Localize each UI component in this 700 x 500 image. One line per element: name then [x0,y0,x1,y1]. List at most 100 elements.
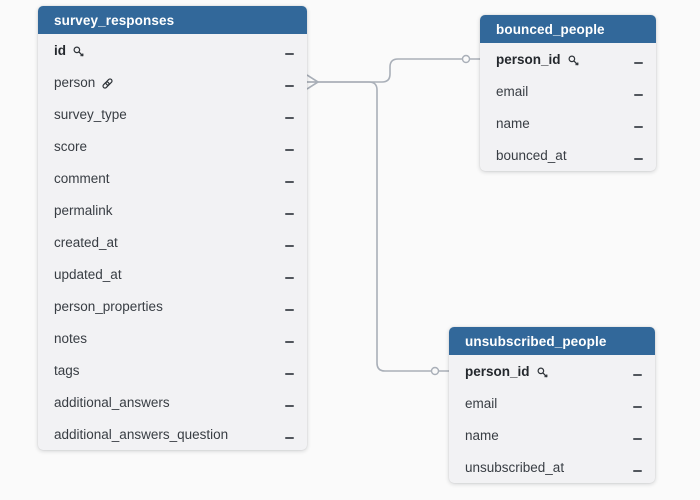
field-type-placeholder [634,158,643,160]
field-type-placeholder [285,85,294,87]
field-type-placeholder [285,405,294,407]
field-name: notes [54,330,88,346]
key-icon [72,45,85,58]
field-name-group: permalink [54,203,113,218]
field-name-group: person_id [465,364,549,379]
field-type-placeholder [285,53,294,55]
field-name: person_id [465,363,530,379]
survey_responses-field-notes[interactable]: notes [38,322,307,354]
field-name-group: email [465,396,497,411]
survey_responses-field-id[interactable]: id [38,34,307,66]
survey_responses-field-created_at[interactable]: created_at [38,226,307,258]
field-name-group: tags [54,363,80,378]
field-name-group: person_properties [54,299,163,314]
field-type-placeholder [285,213,294,215]
field-name-group: comment [54,171,110,186]
field-name: updated_at [54,266,122,282]
table-header[interactable]: survey_responses [38,6,307,34]
field-type-placeholder [633,406,642,408]
field-name: person [54,74,96,90]
one-cardinality-marker [461,54,471,64]
field-name-group: unsubscribed_at [465,460,564,475]
field-type-placeholder [633,374,642,376]
field-name: score [54,138,88,154]
survey_responses-field-additional_answers_question[interactable]: additional_answers_question [38,418,307,450]
table-title: bounced_people [496,21,605,37]
key-icon [536,366,549,379]
relationship-line[interactable] [318,81,449,372]
field-type-placeholder [285,373,294,375]
field-type-placeholder [285,181,294,183]
field-name-group: notes [54,331,87,346]
unsubscribed_people-field-person_id[interactable]: person_id [449,355,655,387]
survey_responses-field-tags[interactable]: tags [38,354,307,386]
table-title: unsubscribed_people [465,333,607,349]
field-name: survey_type [54,106,127,122]
field-name: permalink [54,202,113,218]
field-name: unsubscribed_at [465,459,565,475]
field-type-placeholder [633,438,642,440]
bounced_people-field-email[interactable]: email [480,75,656,107]
field-name-group: name [496,116,530,131]
field-name: id [54,42,66,58]
field-name-group: created_at [54,235,118,250]
field-type-placeholder [634,126,643,128]
field-type-placeholder [285,309,294,311]
field-name-group: survey_type [54,107,127,122]
one-cardinality-marker [430,366,440,376]
field-type-placeholder [285,277,294,279]
field-name-group: score [54,139,87,154]
survey_responses-field-updated_at[interactable]: updated_at [38,258,307,290]
field-name: email [465,395,498,411]
field-type-placeholder [285,149,294,151]
field-name-group: person [54,75,114,90]
survey_responses-field-additional_answers[interactable]: additional_answers [38,386,307,418]
field-name-group: updated_at [54,267,122,282]
unsubscribed_people-field-unsubscribed_at[interactable]: unsubscribed_at [449,451,655,483]
crows-foot-many-marker [306,74,319,90]
field-type-placeholder [285,117,294,119]
field-name-group: additional_answers_question [54,427,228,442]
field-type-placeholder [285,341,294,343]
bounced_people-field-person_id[interactable]: person_id [480,43,656,75]
survey_responses-field-person[interactable]: person [38,66,307,98]
field-type-placeholder [634,62,643,64]
field-name-group: additional_answers [54,395,170,410]
table-header[interactable]: unsubscribed_people [449,327,655,355]
unsubscribed_people-field-email[interactable]: email [449,387,655,419]
field-name-group: bounced_at [496,148,567,163]
field-name-group: person_id [496,52,580,67]
field-type-placeholder [633,470,642,472]
field-name-group: id [54,43,85,58]
key-icon [567,54,580,67]
field-name: person_id [496,51,561,67]
field-name: created_at [54,234,118,250]
table-title: survey_responses [54,12,175,28]
field-type-placeholder [285,245,294,247]
field-name: name [496,115,530,131]
field-name-group: name [465,428,499,443]
field-name-group: email [496,84,528,99]
table-header[interactable]: bounced_people [480,15,656,43]
field-name: name [465,427,499,443]
field-name: additional_answers_question [54,426,229,442]
survey_responses-field-permalink[interactable]: permalink [38,194,307,226]
field-name: bounced_at [496,147,567,163]
survey_responses-field-comment[interactable]: comment [38,162,307,194]
link-icon [101,77,114,90]
field-name: comment [54,170,110,186]
relationship-line[interactable] [318,58,480,83]
unsubscribed_people-field-name[interactable]: name [449,419,655,451]
bounced_people-field-name[interactable]: name [480,107,656,139]
survey_responses-field-survey_type[interactable]: survey_type [38,98,307,130]
field-name: email [496,83,529,99]
field-name: tags [54,362,80,378]
bounced_people-field-bounced_at[interactable]: bounced_at [480,139,656,171]
survey_responses-field-person_properties[interactable]: person_properties [38,290,307,322]
survey_responses-field-score[interactable]: score [38,130,307,162]
field-type-placeholder [285,437,294,439]
